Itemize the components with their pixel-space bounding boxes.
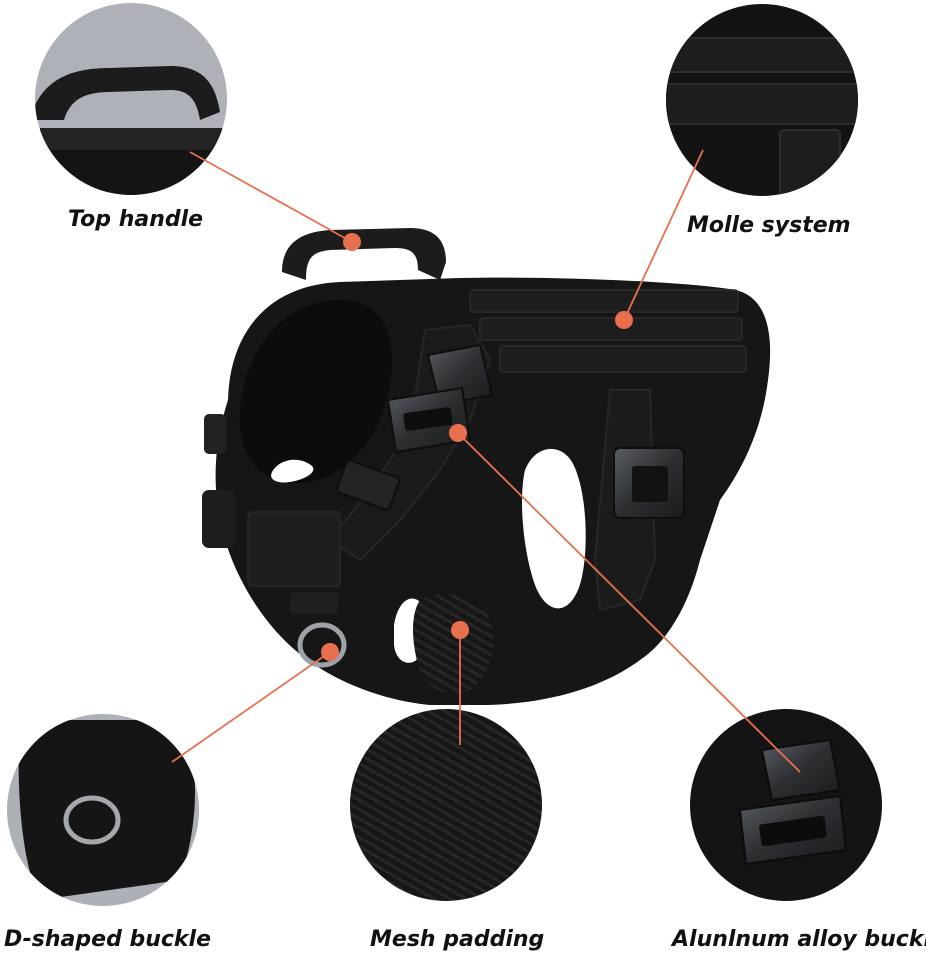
callout-dot-top-handle — [343, 233, 361, 251]
callout-line-buckle — [457, 432, 801, 773]
caption-aluminum-alloy-buckle: Alunlnum alloy buckle — [672, 927, 926, 952]
d-ring-shape — [290, 592, 347, 668]
side-buckle-shape — [613, 447, 685, 519]
detail-circle-top-handle — [35, 3, 227, 195]
detail-circle-molle — [666, 4, 858, 196]
side-clip-shape-2 — [202, 490, 236, 548]
callout-dot-d-ring — [321, 643, 339, 661]
callout-line-molle — [623, 149, 704, 321]
detail-circle-d-ring — [7, 714, 199, 906]
callout-line-d-ring — [171, 651, 331, 763]
molle-strips — [469, 289, 747, 373]
ladder-lock-shape — [336, 459, 400, 511]
harness-main — [202, 228, 771, 705]
callout-dot-buckle — [449, 424, 467, 442]
callout-line-top-handle — [189, 151, 353, 243]
callout-dot-molle — [615, 311, 633, 329]
caption-molle-system: Molle system — [687, 213, 851, 238]
detail-circle-mesh — [350, 709, 542, 901]
detail-circle-buckle — [690, 709, 882, 901]
top-handle-shape — [282, 228, 446, 280]
caption-top-handle: Top handle — [68, 207, 204, 232]
leg-opening-left — [271, 459, 314, 483]
neck-opening-shape — [239, 300, 392, 484]
velcro-patch-shape — [247, 511, 341, 587]
caption-mesh-padding: Mesh padding — [370, 927, 545, 952]
callouts — [171, 149, 801, 773]
caption-d-shaped-buckle: D-shaped buckle — [4, 927, 212, 952]
cobra-buckle-shape — [386, 343, 494, 454]
side-clip-shape — [204, 414, 226, 454]
mesh-padding-shape — [413, 594, 494, 694]
callout-dot-mesh — [451, 621, 469, 639]
